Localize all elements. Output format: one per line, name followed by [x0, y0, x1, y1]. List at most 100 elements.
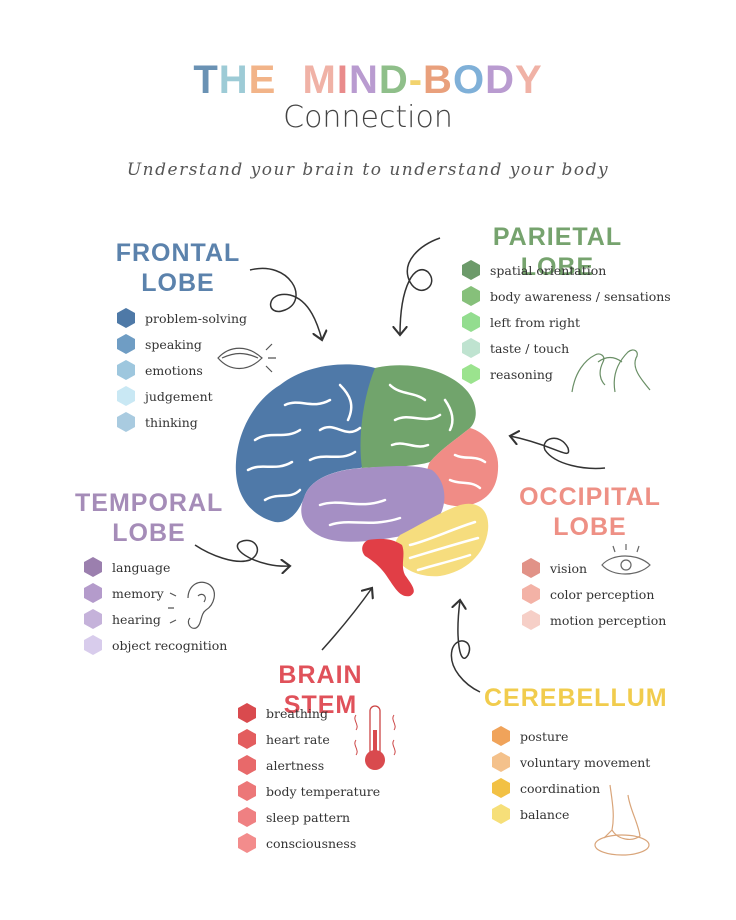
frontal-lobe-shape — [235, 364, 378, 523]
hexagon-bullet-icon — [117, 308, 135, 328]
ear-icon — [168, 581, 215, 629]
thermometer-icon — [354, 705, 396, 770]
arrow-cerebellum — [450, 600, 481, 693]
hexagon-bullet-icon — [462, 312, 480, 332]
brainstem-list-item: heart rate — [238, 726, 380, 752]
title-letter: D — [378, 58, 409, 102]
parietal-item-label: reasoning — [490, 366, 553, 382]
frontal-list-item: thinking — [117, 409, 247, 435]
hexagon-bullet-icon — [238, 729, 256, 749]
parietal-list-item: body awareness / sensations — [462, 283, 671, 309]
occipital-list-item: vision — [522, 555, 666, 581]
occipital-heading-line2: LOBE — [553, 513, 627, 541]
frontal-lobe-heading: FRONTAL LOBE — [108, 238, 248, 298]
temporal-item-label: hearing — [112, 611, 161, 627]
occipital-item-label: motion perception — [550, 612, 667, 628]
brain-illustration — [235, 364, 499, 597]
frontal-item-label: thinking — [145, 414, 198, 430]
hexagon-bullet-icon — [462, 338, 480, 358]
brain-folds — [246, 383, 487, 572]
cerebellum-item-label: balance — [520, 806, 570, 822]
eye-icon — [601, 544, 651, 575]
hexagon-bullet-icon — [492, 778, 510, 798]
frontal-list-item: emotions — [117, 357, 247, 383]
temporal-heading-line2: LOBE — [112, 519, 186, 547]
temporal-list-item: language — [84, 554, 227, 580]
arrow-temporal — [194, 539, 290, 566]
foot-icon — [594, 784, 650, 856]
brainstem-item-label: consciousness — [266, 835, 357, 851]
cerebellum-item-label: coordination — [520, 780, 601, 796]
hexagon-bullet-icon — [492, 726, 510, 746]
mouth-icon — [217, 343, 276, 373]
temporal-list-item: memory — [84, 580, 227, 606]
brainstem-list-item: sleep pattern — [238, 804, 380, 830]
frontal-heading-line2: LOBE — [141, 269, 215, 297]
parietal-lobe-shape — [360, 365, 476, 468]
occipital-list-item: motion perception — [522, 607, 666, 633]
temporal-heading-line1: TEMPORAL — [75, 489, 224, 517]
parietal-item-label: taste / touch — [490, 340, 570, 356]
occipital-lobe-shape — [427, 428, 499, 507]
hexagon-bullet-icon — [522, 610, 540, 630]
brainstem-item-label: alertness — [266, 757, 325, 773]
frontal-list-item: judgement — [117, 383, 247, 409]
arrow-brainstem — [321, 588, 372, 651]
cerebellum-heading: CEREBELLUM — [484, 684, 668, 712]
occipital-lobe-heading: OCCIPITAL LOBE — [515, 482, 665, 542]
occipital-lobe-list: vision color perception motion perception — [522, 555, 666, 633]
hexagon-bullet-icon — [492, 804, 510, 824]
brainstem-list-item: consciousness — [238, 830, 380, 856]
title-letter: O — [452, 58, 486, 102]
hexagon-bullet-icon — [462, 286, 480, 306]
hexagon-bullet-icon — [522, 558, 540, 578]
parietal-lobe-heading: PARIETAL LOBE — [492, 223, 623, 281]
cerebellum-list-item: coordination — [492, 775, 650, 801]
occipital-list-item: color perception — [522, 581, 666, 607]
title-letter: H — [218, 58, 249, 102]
brain-stem-heading: BRAIN STEM — [278, 661, 363, 719]
temporal-item-label: object recognition — [112, 637, 228, 653]
title-word-the: THE — [193, 58, 276, 103]
cerebellum-shape — [394, 503, 489, 577]
temporal-item-label: memory — [112, 585, 164, 601]
temporal-lobe-heading: TEMPORAL LOBE — [75, 488, 223, 548]
occipital-heading-line1: OCCIPITAL — [519, 483, 661, 511]
hexagon-bullet-icon — [238, 703, 256, 723]
hexagon-bullet-icon — [238, 781, 256, 801]
arrows — [194, 237, 606, 693]
arrow-frontal — [249, 267, 322, 340]
hexagon-bullet-icon — [238, 755, 256, 775]
hexagon-bullet-icon — [117, 386, 135, 406]
parietal-list-item: taste / touch — [462, 335, 671, 361]
occipital-item-label: color perception — [550, 586, 655, 602]
hexagon-bullet-icon — [84, 583, 102, 603]
hexagon-bullet-icon — [238, 807, 256, 827]
title-letter: E — [248, 58, 277, 102]
title-word-mind-body: MIND-BODY — [302, 58, 542, 103]
title-letter: - — [408, 58, 424, 102]
hexagon-bullet-icon — [117, 360, 135, 380]
arrow-occipital — [510, 436, 606, 470]
temporal-item-label: language — [112, 559, 171, 575]
frontal-list-item: speaking — [117, 331, 247, 357]
frontal-lobe-list: problem-solving speaking emotions judgement… — [117, 305, 247, 435]
title-letter: M — [302, 58, 337, 102]
hexagon-bullet-icon — [462, 260, 480, 280]
title-letter: B — [423, 58, 453, 102]
hexagon-bullet-icon — [84, 635, 102, 655]
frontal-list-item: problem-solving — [117, 305, 247, 331]
title-letter: T — [193, 58, 219, 102]
cerebellum-item-label: voluntary movement — [520, 754, 651, 770]
frontal-item-label: emotions — [145, 362, 203, 378]
brainstem-list-item: alertness — [238, 752, 380, 778]
brainstem-item-label: body temperature — [266, 783, 381, 799]
temporal-lobe-list: language memory hearing object recognition — [84, 554, 227, 658]
hexagon-bullet-icon — [462, 364, 480, 384]
parietal-item-label: body awareness / sensations — [490, 288, 671, 304]
frontal-item-label: problem-solving — [145, 310, 248, 326]
cerebellum-list-item: voluntary movement — [492, 749, 650, 775]
